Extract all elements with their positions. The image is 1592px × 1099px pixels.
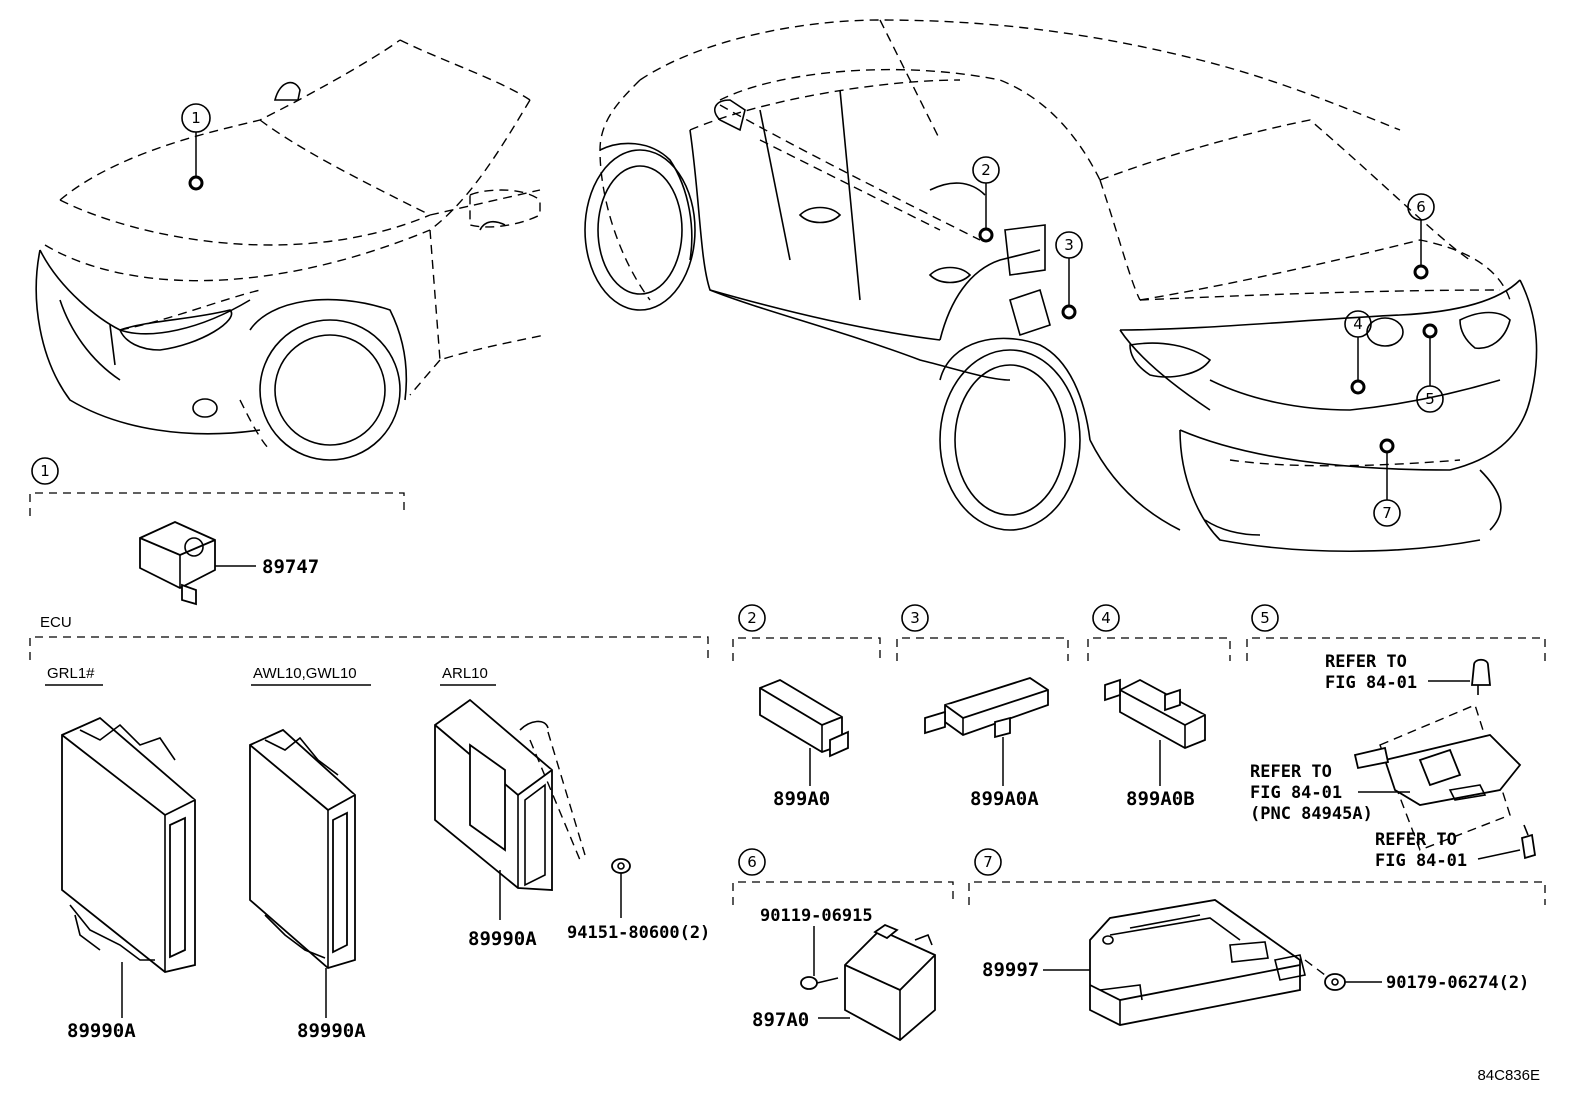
ref-1-line1: REFER TO <box>1325 652 1407 672</box>
callout-4-top: 4 <box>1353 315 1363 333</box>
part-89997: 89997 <box>982 959 1039 981</box>
section-5: 5 REFER TO FIG 84-01 REFER TO FIG 84-01 … <box>1246 604 1546 871</box>
front-car-illustration: 1 <box>35 39 546 461</box>
ecu-awl10 <box>249 728 356 970</box>
section-4: 4 899A0B <box>1087 604 1231 810</box>
ref-2-line2: FIG 84-01 <box>1250 783 1342 803</box>
section-2-number: 2 <box>747 609 757 627</box>
section-ecu: ECU GRL1# AWL10,GWL10 ARL10 89990A <box>29 614 710 1042</box>
part-89747: 89747 <box>262 556 319 578</box>
ref-1-line2: FIG 84-01 <box>1325 673 1417 693</box>
part-94151-80600: 94151-80600(2) <box>567 923 710 943</box>
callout-1-top: 1 <box>191 109 201 127</box>
part-899A0: 899A0 <box>773 788 830 810</box>
section-1-number: 1 <box>40 462 50 480</box>
rear-car-illustration: 2 3 6 4 5 7 <box>584 19 1538 553</box>
section-1: 1 89747 <box>29 457 405 606</box>
diagram-code: 84C836E <box>1477 1067 1540 1084</box>
section-4-number: 4 <box>1101 609 1111 627</box>
ecu-grl1 <box>61 716 196 973</box>
ref-2-line3: (PNC 84945A) <box>1250 804 1373 824</box>
part-899A0A: 899A0A <box>970 788 1039 810</box>
section-3: 3 899A0A <box>896 604 1069 810</box>
nut-94151 <box>611 858 631 874</box>
part-89990A-arl10: 89990A <box>468 928 537 950</box>
ref-3-line2: FIG 84-01 <box>1375 851 1467 871</box>
section-6-number: 6 <box>747 853 757 871</box>
label-grl1: GRL1# <box>47 665 95 682</box>
ref-3-line1: REFER TO <box>1375 830 1457 850</box>
part-899A0B: 899A0B <box>1126 788 1195 810</box>
part-89990A-grl1: 89990A <box>67 1020 136 1042</box>
ref-2-line1: REFER TO <box>1250 762 1332 782</box>
section-ecu-label: ECU <box>40 614 72 631</box>
label-awl10-gwl10: AWL10,GWL10 <box>253 665 357 682</box>
callout-6-top: 6 <box>1416 198 1426 216</box>
part-90119-06915: 90119-06915 <box>760 906 873 926</box>
ecu-arl10 <box>434 698 586 891</box>
part-89990A-awl10: 89990A <box>297 1020 366 1042</box>
section-5-number: 5 <box>1260 609 1270 627</box>
section-3-number: 3 <box>910 609 920 627</box>
section-7-number: 7 <box>983 853 993 871</box>
callout-3-top: 3 <box>1064 236 1074 254</box>
callout-5-top: 5 <box>1425 390 1435 408</box>
callout-2-top: 2 <box>981 161 991 179</box>
section-6: 6 90119-06915 897A0 <box>732 848 954 1042</box>
callout-7-top: 7 <box>1382 504 1392 522</box>
section-7: 7 89997 90179-06274(2) <box>968 848 1546 1026</box>
label-arl10: ARL10 <box>442 665 488 682</box>
part-897A0: 897A0 <box>752 1009 809 1031</box>
part-90179-06274: 90179-06274(2) <box>1386 973 1529 993</box>
section-2: 2 899A0 <box>732 604 881 810</box>
